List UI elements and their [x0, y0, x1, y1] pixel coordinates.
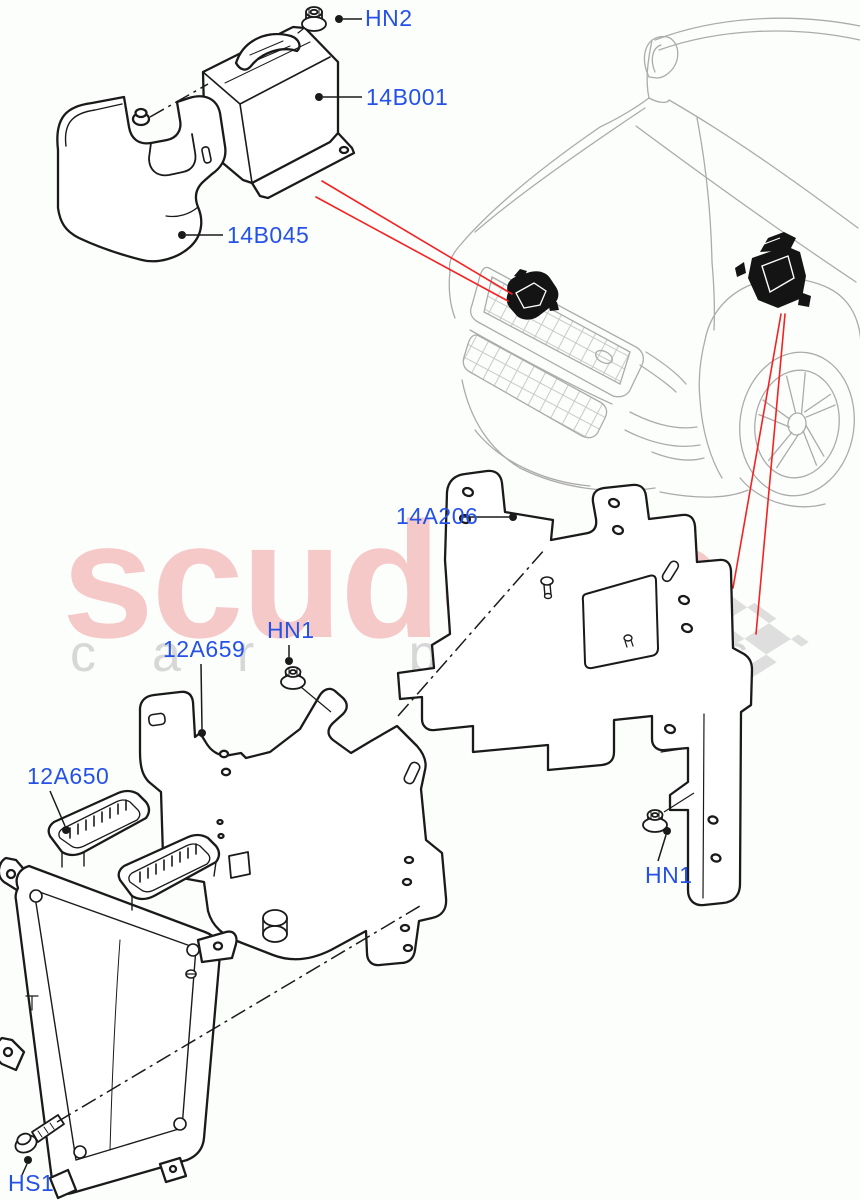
part-label-hn1-upper[interactable]: HN1	[267, 617, 315, 643]
part-label-14b045[interactable]: 14B045	[227, 222, 310, 248]
part-label-hs1[interactable]: HS1	[8, 1170, 55, 1196]
part-label-hn1-lower[interactable]: HN1	[645, 862, 693, 888]
part-label-12a659[interactable]: 12A659	[163, 636, 246, 662]
part-label-12a650[interactable]: 12A650	[27, 763, 110, 789]
bracket-12a659	[138, 687, 448, 967]
cover-14b045	[56, 95, 227, 263]
bracket-14a206	[396, 469, 754, 907]
assembly-axis-lines	[56, 83, 546, 1123]
grille-module	[506, 269, 559, 320]
leader-lines	[21, 18, 695, 1176]
module-14b001	[201, 24, 356, 200]
nut-hn1-lower	[642, 809, 668, 833]
car-outline	[448, 17, 860, 508]
nut-hn1-upper	[280, 666, 306, 690]
bolt-hs1	[14, 1114, 65, 1154]
cowl-module	[735, 232, 811, 308]
leader-dots	[24, 15, 671, 1164]
callout-lines-red	[315, 180, 786, 635]
ecu-12a650	[0, 789, 238, 1200]
part-label-14a206[interactable]: 14A206	[396, 503, 479, 529]
part-label-hn2[interactable]: HN2	[365, 5, 413, 31]
nut-hn2	[301, 6, 327, 32]
part-label-14b001[interactable]: 14B001	[366, 84, 449, 110]
